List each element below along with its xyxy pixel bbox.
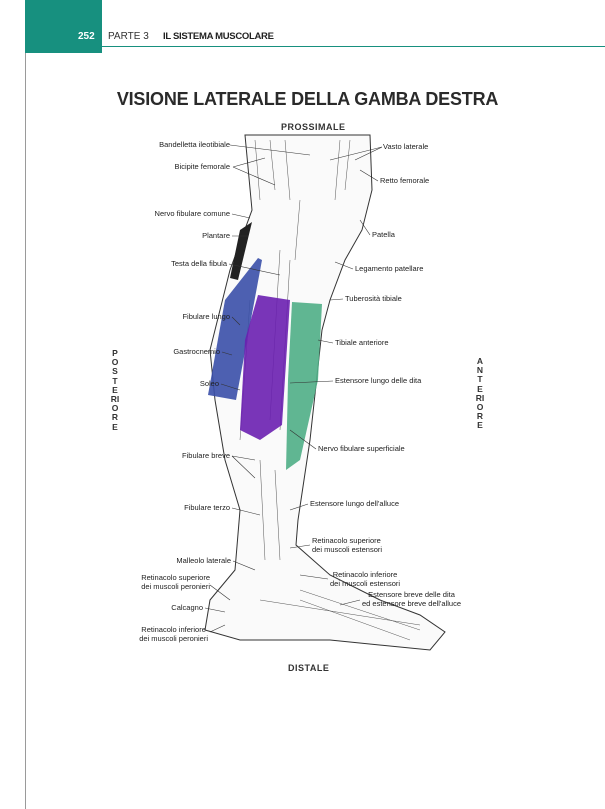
label-retinacolo-superiore-estensori: Retinacolo superiore dei muscoli estenso… bbox=[312, 536, 383, 554]
label-prossimale: PROSSIMALE bbox=[281, 122, 346, 132]
label-nervo-fibulare-comune: Nervo fibulare comune bbox=[154, 209, 230, 218]
label-tuberosita-tibiale: Tuberosità tibiale bbox=[345, 294, 402, 303]
label-distale: DISTALE bbox=[288, 663, 330, 673]
label-retinacolo-inferiore-peronieri: Retinacolo inferiore dei muscoli peronie… bbox=[139, 625, 208, 643]
label-fibulare-terzo: Fibulare terzo bbox=[184, 503, 230, 512]
page-margin-line bbox=[25, 0, 26, 809]
label-retto-femorale: Retto femorale bbox=[380, 176, 430, 185]
label-legamento-patellare: Legamento patellare bbox=[355, 264, 424, 273]
label-gastrocnemio: Gastrocnemio bbox=[173, 347, 220, 356]
label-malleolo-laterale: Malleolo laterale bbox=[176, 556, 231, 565]
label-posteriore: POSTERIORE bbox=[110, 348, 120, 432]
label-soleo: Soleo bbox=[199, 379, 219, 388]
fibulare-lungo-shape bbox=[208, 258, 262, 400]
label-plantare: Plantare bbox=[202, 231, 230, 240]
label-estensore-lungo-alluce: Estensore lungo dell'alluce bbox=[310, 499, 399, 508]
part-label: PARTE 3 bbox=[108, 31, 149, 42]
label-calcagno: Calcagno bbox=[171, 603, 203, 612]
label-fibulare-lungo: Fibulare lungo bbox=[182, 312, 230, 321]
tibiale-shape bbox=[286, 302, 322, 470]
label-vasto-laterale: Vasto laterale bbox=[383, 142, 429, 151]
label-anteriore: ANTERIORE bbox=[475, 356, 485, 431]
chapter-label: IL SISTEMA MUSCOLARE bbox=[163, 31, 274, 42]
header-rule bbox=[25, 46, 605, 47]
label-patella: Patella bbox=[372, 230, 395, 239]
figure-title: VISIONE LATERALE DELLA GAMBA DESTRA bbox=[116, 89, 499, 109]
label-nervo-fibulare-superficiale: Nervo fibulare superficiale bbox=[318, 444, 405, 453]
label-fibulare-breve: Fibulare breve bbox=[182, 451, 230, 460]
label-tibiale-anteriore: Tibiale anteriore bbox=[335, 338, 389, 347]
label-retinacolo-superiore-peronieri: Retinacolo superiore dei muscoli peronie… bbox=[141, 573, 210, 591]
label-bandelletta-ileotibiale: Bandelletta ileotibiale bbox=[159, 140, 230, 149]
header-tab bbox=[25, 0, 102, 53]
label-estensore-breve: Estensore breve delle dita ed estensore … bbox=[362, 590, 461, 608]
gastrocnemio-shape bbox=[240, 295, 290, 440]
label-testa-della-fibula: Testa della fibula bbox=[171, 259, 227, 268]
label-bicipite-femorale: Bicipite femorale bbox=[174, 162, 230, 171]
page-number: 252 bbox=[78, 31, 95, 42]
label-estensore-lungo-dita: Estensore lungo delle dita bbox=[335, 376, 422, 385]
label-retinacolo-inferiore-estensori: Retinacolo inferiore dei muscoli estenso… bbox=[330, 570, 401, 588]
